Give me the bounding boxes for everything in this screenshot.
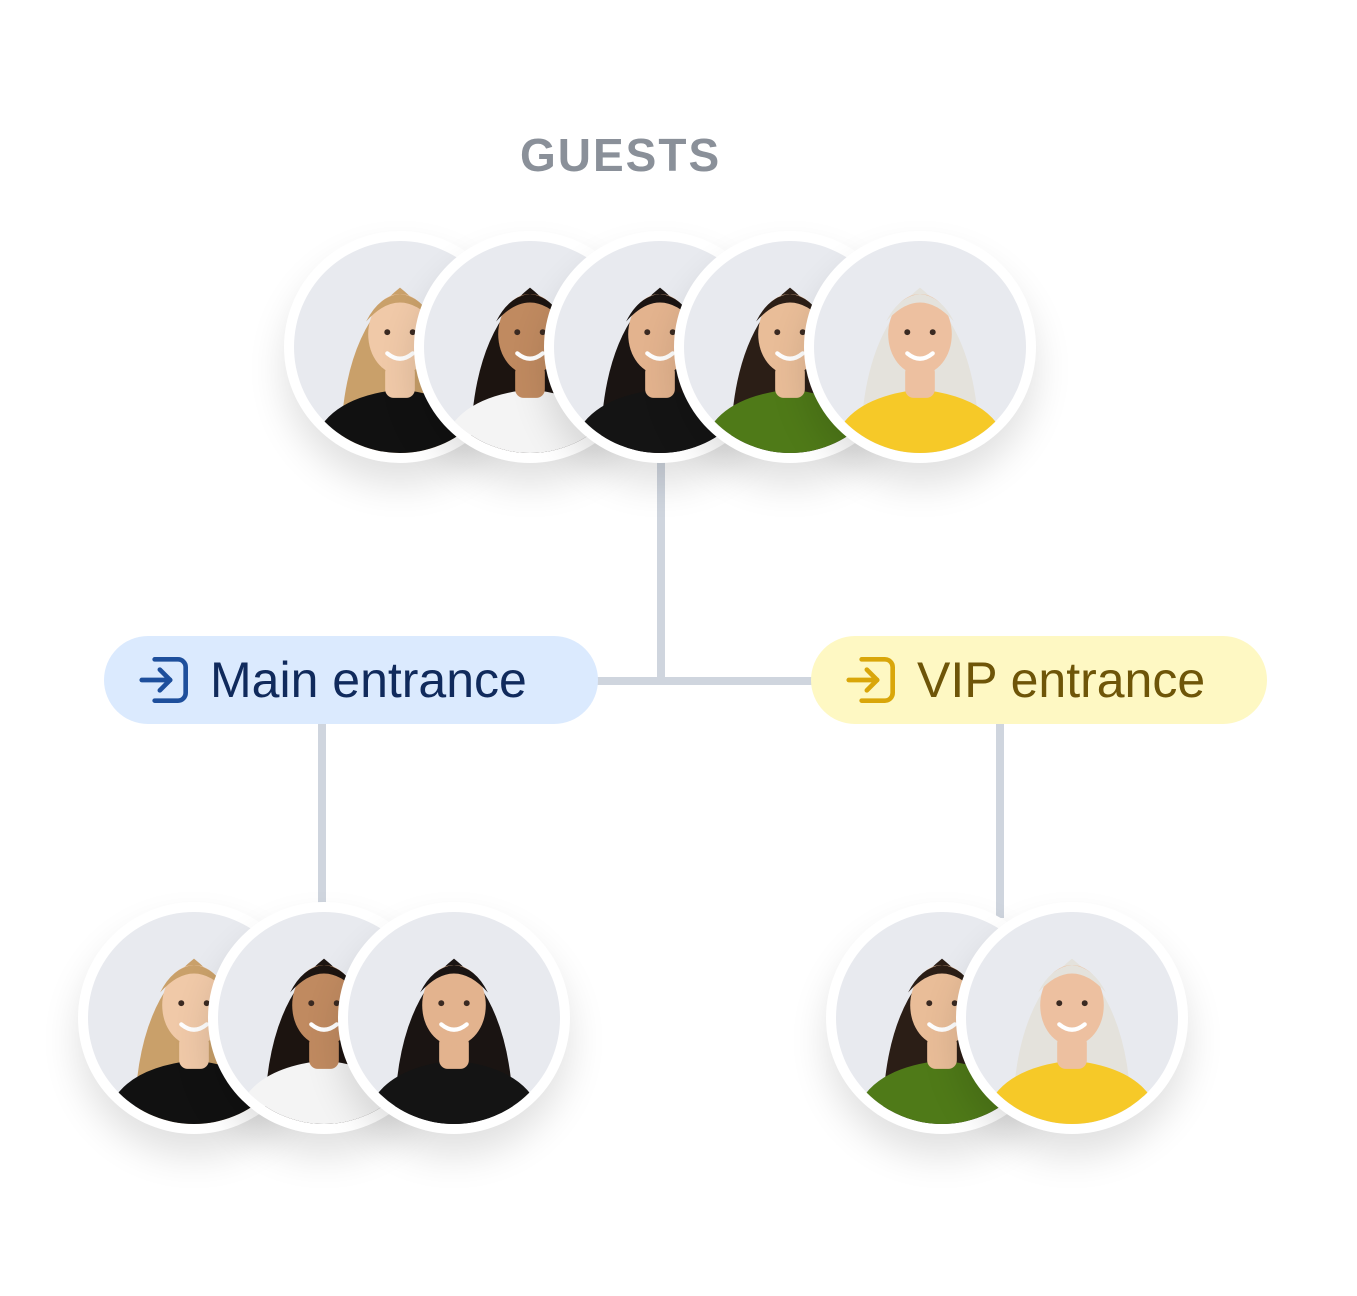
connector-guests-down [657,455,665,685]
guest-avatar-senior-woman [804,231,1036,463]
guest-avatar-senior-woman [956,902,1188,1134]
main-entrance-label: Main entrance [104,636,598,724]
guest-avatar-dark-hair-woman [338,902,570,1134]
enter-icon [846,657,895,703]
enter-icon [139,657,188,703]
vip-entrance-text: VIP entrance [917,652,1206,708]
connector-main-down [318,722,326,910]
main-entrance-text: Main entrance [210,652,527,708]
connector-vip-down [996,722,1004,918]
guests-title: GUESTS [520,129,722,181]
vip-entrance-label: VIP entrance [811,636,1267,724]
connector-horizontal [596,677,814,685]
